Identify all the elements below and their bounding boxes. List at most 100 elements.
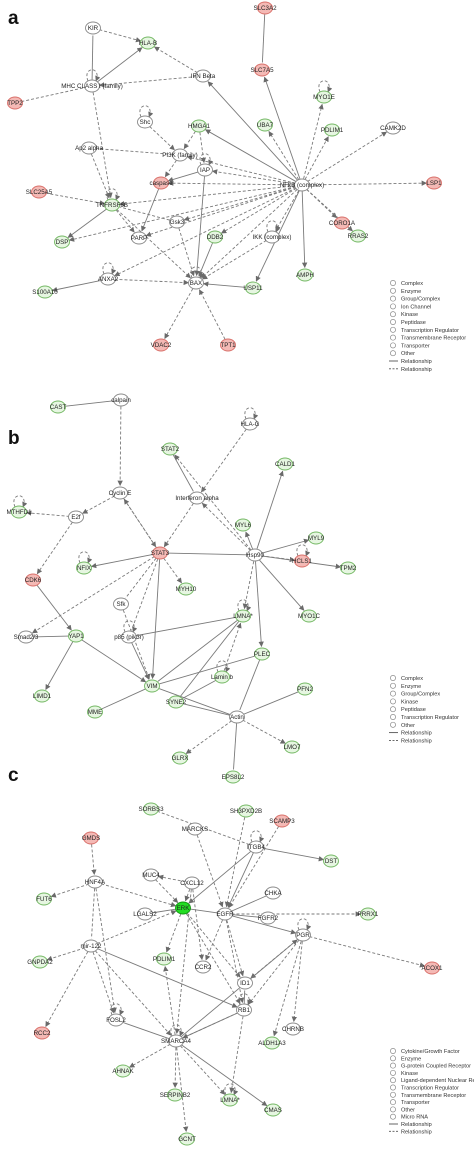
node-b-calpain[interactable]: calpain <box>111 393 131 407</box>
node-a-USP11[interactable]: USP11 <box>243 281 263 295</box>
node-c-ALDH1A3[interactable]: ALDH1A3 <box>258 1036 286 1050</box>
node-a-MHCI[interactable]: MHC CLASS I (family) <box>61 79 123 93</box>
node-a-HLA-B[interactable]: HLA-B <box>139 36 157 50</box>
node-a-TPT1[interactable]: TPT1 <box>220 338 236 352</box>
node-a-Shc[interactable]: Shc <box>137 115 153 129</box>
node-a-IFNB[interactable]: IFN Beta <box>191 69 216 83</box>
node-c-FUT6[interactable]: FUT6 <box>36 892 52 906</box>
node-b-MYL6[interactable]: MYL6 <box>235 518 252 532</box>
node-b-LIMD1[interactable]: LIMD1 <box>33 689 52 703</box>
node-a-SLC25A5[interactable]: SLC25A5 <box>26 185 53 199</box>
node-a-AMPH[interactable]: AMPH <box>296 268 314 282</box>
node-b-LMNA[interactable]: LMNA* <box>233 609 253 623</box>
node-c-FOSL2[interactable]: FOSL2 <box>106 1013 126 1027</box>
node-c-GCNT[interactable]: GCNT <box>178 1132 196 1146</box>
node-b-VIM[interactable]: VIM <box>144 679 160 693</box>
node-b-HLA-G[interactable]: HLA-G <box>241 417 260 431</box>
node-b-LMO7[interactable]: LMO7 <box>284 740 301 754</box>
node-a-MYO1E[interactable]: MYO1E <box>313 90 335 104</box>
node-b-NFIX[interactable]: NFIX <box>76 561 92 575</box>
node-a-RRAS2[interactable]: RRAS2 <box>348 229 369 243</box>
node-b-HCLS1[interactable]: HCLS1 <box>292 554 313 568</box>
node-a-HMGA1[interactable]: HMGA1 <box>188 119 211 133</box>
node-b-E2F[interactable]: E2f <box>68 510 84 524</box>
node-b-GLRX[interactable]: GLRX <box>172 751 189 765</box>
node-c-GMDS[interactable]: GMDS <box>82 831 101 845</box>
node-c-SH3PXD2B[interactable]: SH3PXD2B <box>230 804 262 818</box>
node-a-SLC3A2[interactable]: SLC3A2 <box>253 1 277 15</box>
node-a-CORO1A[interactable]: CORO1A <box>329 216 356 230</box>
node-a-UBA7[interactable]: UBA7 <box>257 118 274 132</box>
node-c-LGALS2[interactable]: LGALS2 <box>133 907 157 921</box>
node-c-MARCKS[interactable]: MARCKS <box>182 822 208 836</box>
node-b-MYO1C[interactable]: MYO1C <box>298 609 321 623</box>
node-b-EPS8L2[interactable]: EPS8L2 <box>222 770 245 784</box>
node-c-PGR[interactable]: PGR <box>295 928 311 942</box>
node-b-Hsp90[interactable]: Hsp90 <box>246 548 264 562</box>
node-c-SCAMP3[interactable]: SCAMP3 <box>269 814 295 828</box>
node-c-FGFR2[interactable]: FGFR2 <box>258 911 279 925</box>
node-b-MME[interactable]: MME <box>87 705 103 719</box>
node-c-PDLIM1[interactable]: PDLIM1 <box>153 952 176 966</box>
node-b-Smad[interactable]: Smad2/3 <box>14 630 39 644</box>
node-b-PFN2[interactable]: PFN2 <box>297 682 313 696</box>
node-a-Gsk3[interactable]: Gsk3 <box>169 215 185 229</box>
node-c-ITGB4[interactable]: ITGB4 <box>247 840 265 854</box>
node-c-AHNAK[interactable]: AHNAK <box>112 1064 135 1078</box>
node-b-CAST[interactable]: CAST <box>50 400 67 414</box>
node-a-PI3K[interactable]: PI3K (family) <box>162 148 198 162</box>
node-b-TPM2[interactable]: TPM2 <box>340 561 357 575</box>
node-a-ANXA2[interactable]: ANXA2 <box>98 272 119 286</box>
node-a-VDAC2[interactable]: VDAC2 <box>151 338 172 352</box>
node-a-IKK[interactable]: IKK (complex) <box>253 230 292 244</box>
node-a-KIR[interactable]: KIR <box>85 21 101 35</box>
node-c-SERPINB2[interactable]: SERPINB2 <box>160 1088 191 1102</box>
node-a-caspase[interactable]: caspase <box>149 176 173 190</box>
node-b-MYL9[interactable]: MYL9 <box>308 531 325 545</box>
node-b-STAT3[interactable]: STAT3 <box>151 546 170 560</box>
node-a-BAX[interactable]: BAX <box>188 276 204 290</box>
node-c-RB1[interactable]: RB1 <box>236 1003 252 1017</box>
node-a-SLC7A5[interactable]: SLC7A5 <box>250 63 274 77</box>
node-b-Actin[interactable]: Actin <box>229 710 245 724</box>
node-c-RCC2[interactable]: RCC2 <box>34 1026 51 1040</box>
node-a-Ap2a[interactable]: Ap2 alpha <box>75 141 103 155</box>
node-a-IAP[interactable]: IAP <box>197 163 213 177</box>
node-b-STAT2[interactable]: STAT2 <box>161 442 180 456</box>
node-b-IFNa[interactable]: Interferon alpha <box>175 491 219 505</box>
node-a-DSP[interactable]: DSP <box>54 235 70 249</box>
node-c-DST[interactable]: DST <box>323 854 339 868</box>
node-c-CHRNB[interactable]: CHRNB <box>282 1022 304 1036</box>
node-b-PLEC[interactable]: PLEC <box>254 647 271 661</box>
node-b-CDK6[interactable]: CDK6 <box>25 573 42 587</box>
node-a-DDB2[interactable]: DDB2 <box>207 230 224 244</box>
node-c-CMAS[interactable]: CMAS <box>264 1103 282 1117</box>
node-c-PRRX1[interactable]: PRRX1 <box>358 907 379 921</box>
node-c-HNF4A[interactable]: HNF4A <box>85 875 106 889</box>
node-c-CCR2[interactable]: CCR2 <box>195 960 212 974</box>
node-c-ACOX1[interactable]: ACOX1 <box>422 961 444 975</box>
node-b-p85[interactable]: p85 (pik3r) <box>114 630 144 644</box>
node-c-ID1[interactable]: ID1 <box>237 976 253 990</box>
node-c-mir122[interactable]: mir-122 <box>81 939 103 953</box>
node-a-TPP2[interactable]: TPP2 <box>7 96 23 110</box>
node-a-PARP[interactable]: PARP <box>131 231 147 245</box>
node-b-MYH10[interactable]: MYH10 <box>176 582 197 596</box>
node-c-EGFR[interactable]: EGFR <box>216 907 234 921</box>
node-a-PDLIM1[interactable]: PDLIM1 <box>321 123 344 137</box>
node-b-MTHFD1[interactable]: MTHFD1 <box>6 505 32 519</box>
node-b-CALD1[interactable]: CALD1 <box>275 457 296 471</box>
node-b-Sfk[interactable]: Sfk <box>113 597 129 611</box>
node-b-CyclinE[interactable]: Cyclin E <box>109 486 132 500</box>
node-c-SMARCA4[interactable]: SMARCA4 <box>161 1034 192 1048</box>
node-a-LSP1[interactable]: LSP1 <box>426 176 442 190</box>
node-b-SYNE2[interactable]: SYNE2 <box>166 695 187 709</box>
node-c-MUC4[interactable]: MUC4 <box>142 868 160 882</box>
node-c-GNPDA2[interactable]: GNPDA2 <box>27 955 53 969</box>
node-a-S100A10[interactable]: S100A10 <box>32 285 58 299</box>
node-c-CXCL12[interactable]: CXCL12 <box>180 876 204 890</box>
node-c-LMNA[interactable]: LMNA* <box>220 1093 240 1107</box>
node-b-YAP1[interactable]: YAP1 <box>68 629 84 643</box>
node-c-ERK[interactable]: ERK <box>175 901 191 915</box>
node-a-CAMK2D[interactable]: CAMK2D <box>380 121 406 135</box>
